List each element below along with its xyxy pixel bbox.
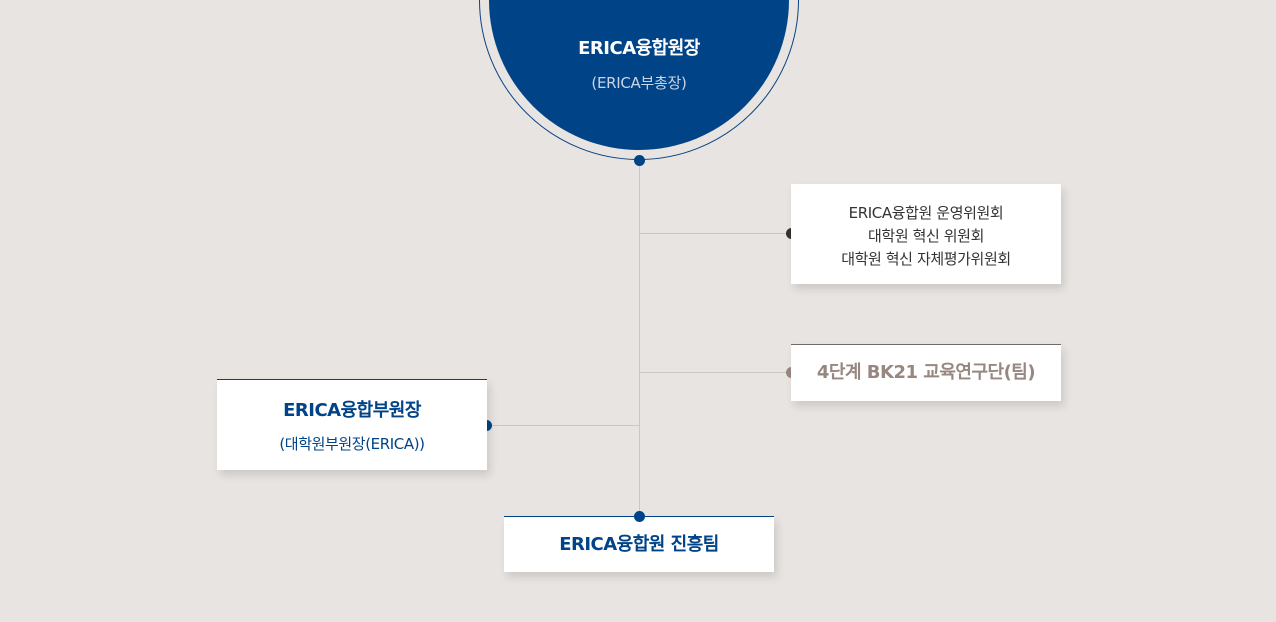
bk21-title: 4단계 BK21 교육연구단(팀) <box>816 362 1036 383</box>
main-vertical-connector <box>639 160 640 516</box>
team-title: ERICA융합원 진흥팀 <box>559 534 719 555</box>
vice-box: ERICA융합부원장 (대학원부원장(ERICA)) <box>217 379 487 470</box>
committee-line: ERICA융합원 운영위원회 <box>848 204 1004 222</box>
top-node-subtitle: (ERICA부총장) <box>591 74 687 92</box>
bk21-box: 4단계 BK21 교육연구단(팀) <box>791 344 1061 401</box>
team-box: ERICA융합원 진흥팀 <box>504 516 774 572</box>
committee-connector <box>640 233 791 234</box>
committee-line: 대학원 혁신 자체평가위원회 <box>841 250 1011 268</box>
bk21-connector <box>640 372 791 373</box>
vice-subtitle: (대학원부원장(ERICA)) <box>279 435 425 453</box>
top-node-dot <box>634 155 645 166</box>
vice-connector <box>487 425 639 426</box>
vice-title: ERICA융합부원장 <box>283 400 421 421</box>
team-dot <box>634 511 645 522</box>
committee-box: ERICA융합원 운영위원회 대학원 혁신 위원회 대학원 혁신 자체평가위원회 <box>791 184 1061 284</box>
committee-line: 대학원 혁신 위원회 <box>868 227 984 245</box>
top-node-title: ERICA융합원장 <box>578 38 700 59</box>
